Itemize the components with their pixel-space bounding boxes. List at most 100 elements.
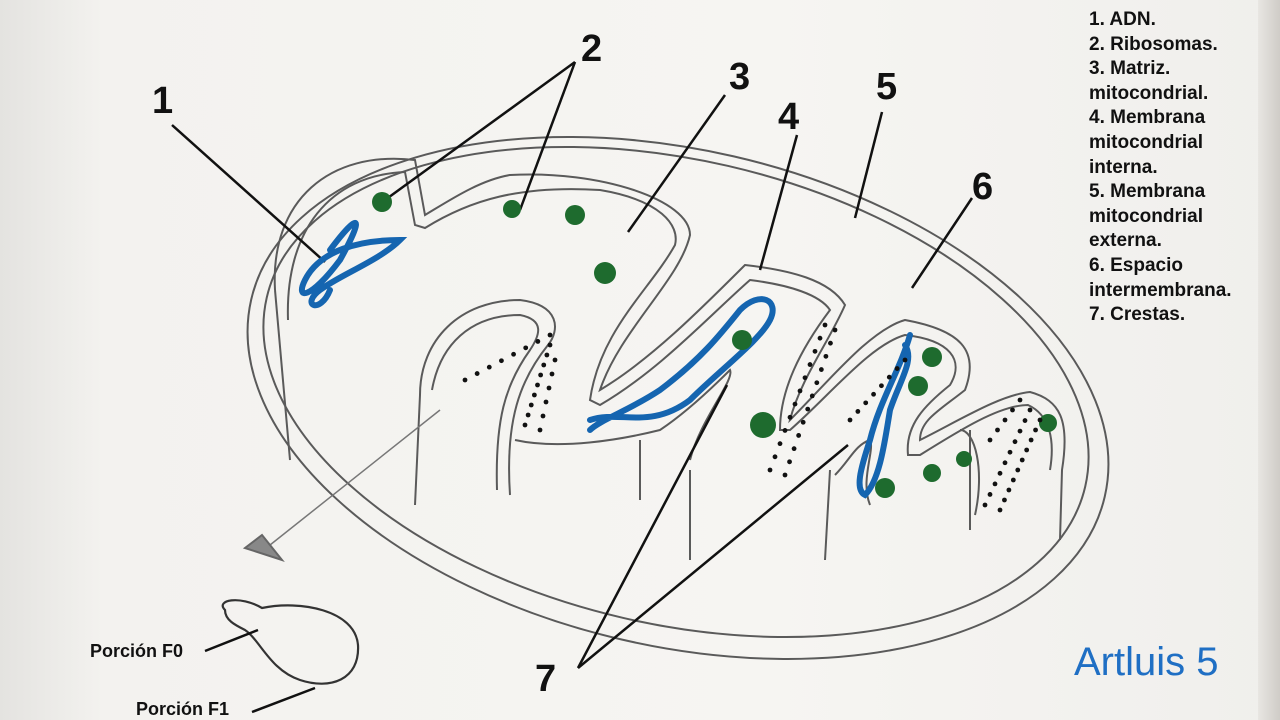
particle-dot: [997, 507, 1003, 513]
particle-dot: [812, 348, 818, 354]
legend-line: 6. Espacio: [1089, 254, 1183, 276]
particle-dot: [823, 353, 829, 359]
crest-left: [419, 298, 556, 496]
particle-dot: [1006, 487, 1012, 493]
legend-line: 7. Crestas.: [1089, 304, 1186, 326]
particle-dot: [1024, 447, 1030, 453]
particle-dot: [855, 409, 861, 414]
particle-dot: [787, 414, 793, 420]
particle-dot: [871, 391, 876, 397]
atp-synthase-dots: [462, 322, 1043, 513]
particle-dot: [462, 377, 468, 383]
particle-dot: [523, 345, 529, 351]
particle-dot: [828, 340, 833, 346]
particle-dot: [1033, 427, 1038, 433]
particle-dot: [805, 406, 811, 412]
particle-dot: [541, 362, 547, 368]
particle-dot: [535, 339, 541, 344]
leader-lines: [171, 60, 974, 714]
particle-dot: [1019, 457, 1025, 463]
particle-dot: [822, 322, 828, 328]
legend-line: externa.: [1089, 230, 1162, 252]
particle-dot: [543, 399, 549, 405]
particle-dot: [547, 332, 553, 338]
legend-line: mitocondrial: [1089, 205, 1204, 227]
label-5: 5: [876, 66, 898, 108]
particle-dot: [1002, 460, 1008, 466]
particle-dot: [792, 401, 798, 407]
particle-dot: [525, 412, 531, 418]
legend-line: 4. Membrana: [1089, 107, 1206, 129]
particle-dot: [522, 422, 528, 428]
particle-dot: [787, 459, 792, 465]
particle-dot: [772, 454, 778, 460]
crest-left-inner: [431, 313, 540, 491]
legend-line: intermembrana.: [1089, 279, 1232, 301]
particle-dot: [486, 364, 492, 370]
particle-dot: [807, 362, 813, 367]
particle-dot: [538, 372, 544, 378]
particle-dot: [814, 380, 820, 386]
legend-line: 3. Matriz.: [1089, 58, 1171, 80]
particle-dot: [547, 342, 553, 348]
particle-dot: [549, 371, 555, 377]
particle-dot: [847, 417, 853, 423]
particle-dot: [995, 427, 1000, 433]
label-2: 2: [581, 28, 603, 70]
particle-dot: [499, 358, 504, 364]
particle-dot: [817, 335, 823, 341]
particle-dot: [767, 467, 773, 473]
legend-line: interna.: [1089, 156, 1158, 178]
particle-dot: [818, 367, 824, 372]
dna-strands: [298, 219, 913, 499]
particle-dot: [1007, 449, 1013, 455]
particle-dot: [791, 446, 797, 452]
label-1: 1: [152, 80, 174, 122]
legend-line: mitocondrial.: [1089, 82, 1209, 104]
particle-dot: [531, 392, 537, 398]
particle-dot: [1028, 437, 1034, 443]
particle-dot: [982, 502, 988, 508]
particle-dot: [540, 413, 546, 419]
crest-right: [834, 429, 981, 516]
legend-line: 1. ADN.: [1089, 9, 1156, 30]
label-7: 7: [535, 658, 557, 700]
label-3: 3: [729, 56, 751, 98]
particle-dot: [552, 357, 558, 363]
particle-dot: [528, 402, 534, 408]
particle-dot: [782, 472, 788, 478]
particle-dot: [535, 382, 540, 388]
particle-dot: [1017, 428, 1023, 434]
inner-membrane-crests-inner: [286, 170, 1053, 471]
particle-dot: [1015, 467, 1021, 473]
legend-line: mitocondrial: [1089, 131, 1204, 153]
crest-mid: [514, 368, 732, 461]
particle-dot: [879, 383, 884, 389]
particle-dot: [1017, 397, 1023, 403]
inner-membrane-crests: [273, 157, 1066, 541]
outer-membrane-inner-edge: [262, 145, 1090, 639]
particle-dot: [511, 351, 516, 357]
particle-dot: [832, 327, 838, 333]
particle-dot: [863, 400, 869, 406]
watermark: Artluis 5: [1074, 640, 1219, 684]
particle-dot: [537, 427, 543, 433]
particle-dot: [992, 481, 998, 487]
particle-dot: [544, 352, 550, 358]
legend-line: 2. Ribosomas.: [1089, 33, 1218, 55]
particle-dot: [987, 437, 993, 443]
particle-dot: [997, 470, 1003, 476]
paper-edge: [1258, 0, 1280, 720]
ribosomes: [372, 192, 1057, 498]
particle-dot: [474, 371, 480, 376]
particle-dot: [902, 357, 908, 363]
particle-dot: [1012, 439, 1018, 445]
legend: 1. ADN. 2. Ribosomas. 3. Matriz. mitocon…: [1089, 8, 1232, 328]
particle-dot: [1002, 417, 1008, 423]
label-f0: Porción F0: [90, 641, 184, 661]
particle-dot: [777, 441, 783, 447]
particle-dot: [796, 433, 802, 438]
atp-synthase-outline: [221, 599, 360, 685]
